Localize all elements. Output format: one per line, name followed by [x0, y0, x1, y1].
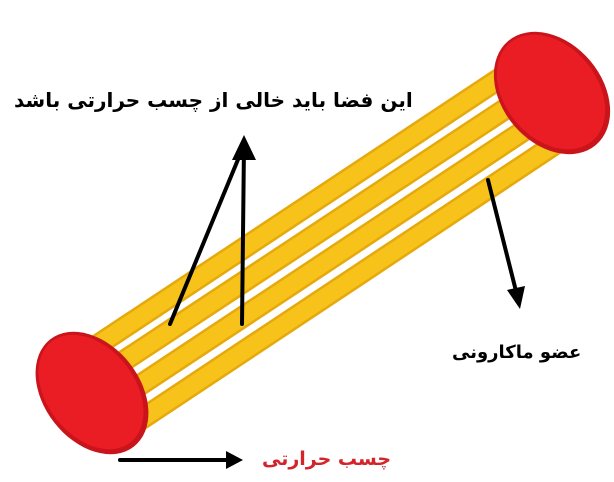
glue-arrowhead — [226, 451, 243, 469]
hot-glue-label: چسب حرارتی — [262, 448, 391, 470]
gap-arrow-right — [242, 145, 244, 324]
gap-arrowhead — [232, 135, 256, 160]
pasta-strands — [75, 65, 572, 428]
pasta-member-label: عضو ماکارونی — [452, 342, 581, 363]
gap-note-label: این فضا باید خالی از چسب حرارتی باشد — [14, 88, 413, 112]
member-arrowhead — [507, 286, 525, 309]
member-arrow — [488, 180, 517, 295]
